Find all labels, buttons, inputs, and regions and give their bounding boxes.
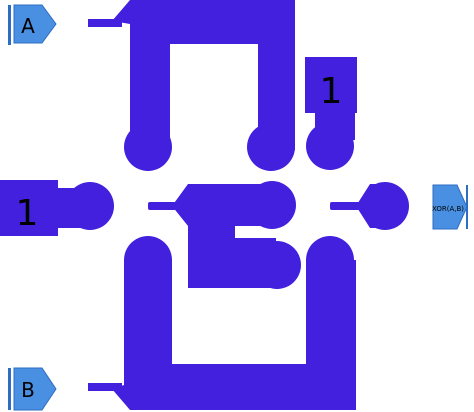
constant-top: 1 — [305, 57, 357, 170]
constant-left-value: 1 — [16, 193, 39, 234]
input-b-label: B — [21, 378, 35, 402]
output-feeder — [330, 182, 409, 230]
bottom-wire — [112, 236, 356, 410]
center-gate — [148, 181, 301, 289]
input-port-a[interactable]: A — [8, 4, 57, 45]
input-a-pin — [88, 19, 122, 27]
constant-left: 1 — [0, 180, 114, 236]
output-label: XOR(A,B) — [432, 205, 464, 213]
input-port-b[interactable]: B — [8, 367, 57, 411]
top-wire — [112, 0, 295, 171]
input-a-label: A — [21, 14, 35, 38]
input-b-pin — [88, 383, 122, 391]
output-port-xor[interactable]: XOR(A,B) — [432, 184, 468, 230]
constant-top-value: 1 — [320, 71, 343, 112]
